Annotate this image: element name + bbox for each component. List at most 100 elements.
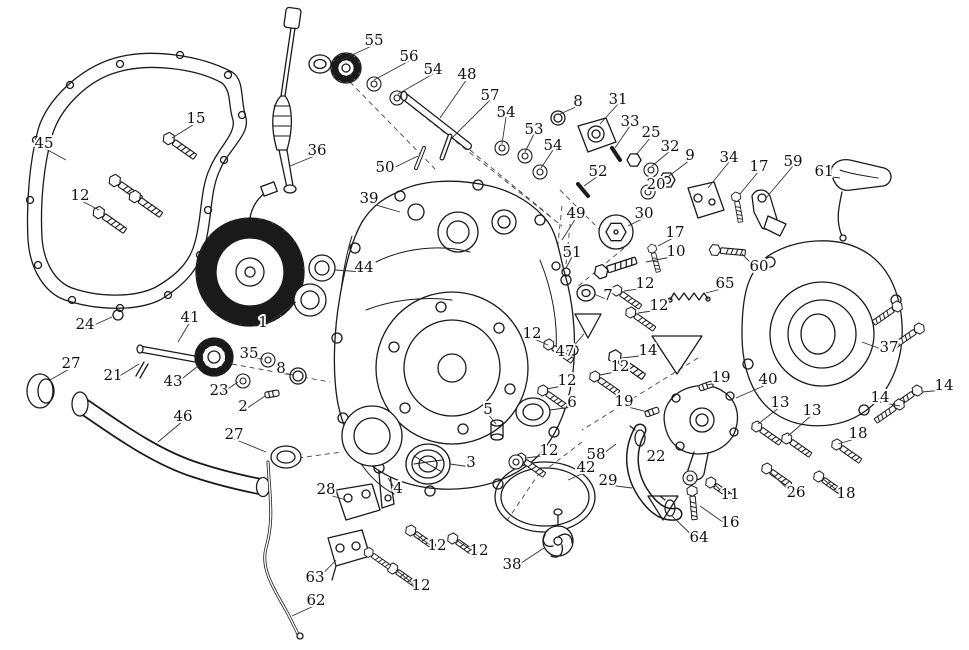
callout-19: 19 [614,392,633,410]
part-lever-plate [667,181,787,303]
part-drain-rod-brackets [263,459,395,640]
leader-line [172,365,199,387]
callout-50: 50 [375,158,394,176]
leader-line [668,159,691,177]
callout-49: 49 [566,204,585,222]
leader-line [314,559,337,583]
callout-64: 64 [689,528,708,546]
leader-line [614,125,631,149]
callout-20: 20 [646,175,665,193]
callout-62: 62 [306,591,325,609]
leader-line [384,155,419,173]
callout-61: 61 [814,162,833,180]
leader-line [177,321,191,343]
leader-line [861,341,890,353]
leader-line [706,381,722,386]
callout-60: 60 [749,257,768,275]
callout-9: 9 [685,146,695,164]
callout-12: 12 [610,357,629,375]
callout-12: 12 [649,296,668,314]
callout-15: 15 [186,109,205,127]
callout-10: 10 [666,242,685,260]
callout-38: 38 [502,555,521,573]
callout-54: 54 [543,136,562,154]
callout-39: 39 [359,189,378,207]
part-cover-details [405,261,596,485]
callout-12: 12 [469,541,488,559]
leader-line [233,438,267,453]
callout-54: 54 [423,60,442,78]
leader-line [455,539,480,556]
leader-line [635,136,652,156]
callout-8: 8 [276,359,286,377]
leader-line [645,255,677,263]
leader-line [79,199,100,211]
leader-line [395,569,422,591]
leader-line [449,463,472,468]
leader-line [325,493,347,501]
leader-line [607,484,633,489]
leader-line [583,175,599,187]
leader-line [739,170,760,195]
leader-line [637,309,660,314]
callout-37: 37 [879,338,898,356]
callout-16: 16 [720,513,739,531]
callout-5: 5 [483,400,493,418]
leader-line [627,217,645,227]
leader-line [84,316,113,330]
callout-11: 11 [720,485,739,503]
part-triangle-marks [574,313,703,521]
leader-line [289,154,318,167]
callout-4: 4 [393,479,403,497]
callout-40: 40 [758,370,777,388]
callout-56: 56 [399,47,418,65]
leader-line [561,217,577,241]
part-crankcase-cover [331,179,579,497]
leader-line [291,604,317,617]
callout-31: 31 [608,90,627,108]
leader-line [599,103,619,125]
callout-27: 27 [224,425,243,443]
callout-3: 3 [466,453,476,471]
leader-line [218,381,239,396]
part-recoil-starter [741,159,903,427]
leader-line [262,301,297,328]
callout-19: 19 [711,368,730,386]
callout-8: 8 [573,92,583,110]
leader-line [439,78,468,119]
leader-line [559,105,579,115]
leader-line [879,401,901,407]
callout-1: 1 [258,313,268,331]
leader-line [511,547,545,570]
part-stator [195,181,305,327]
leader-line [248,357,264,360]
callout-14: 14 [870,388,889,406]
leader-line [546,384,568,390]
leader-line [397,73,434,95]
leader-line [49,367,72,381]
callout-63: 63 [305,568,324,586]
leader-line [713,483,731,500]
callout-12: 12 [427,536,446,554]
part-breather-hose [26,373,302,498]
leader-line [823,175,841,179]
leader-line [623,405,649,413]
leader-line [655,448,665,462]
leader-line [757,406,781,425]
callout-2: 2 [238,397,248,415]
leader-line [334,269,365,273]
leader-line [387,477,399,494]
callout-29: 29 [598,471,617,489]
callout-25: 25 [641,123,660,141]
callout-33: 33 [620,112,639,130]
leader-line [340,44,375,61]
leader-line [765,165,794,199]
callout-7: 7 [603,286,613,304]
leader-line [593,293,609,301]
leader-line [705,287,726,294]
leader-line [242,395,266,412]
leader-line [525,454,550,459]
callout-55: 55 [364,31,383,49]
